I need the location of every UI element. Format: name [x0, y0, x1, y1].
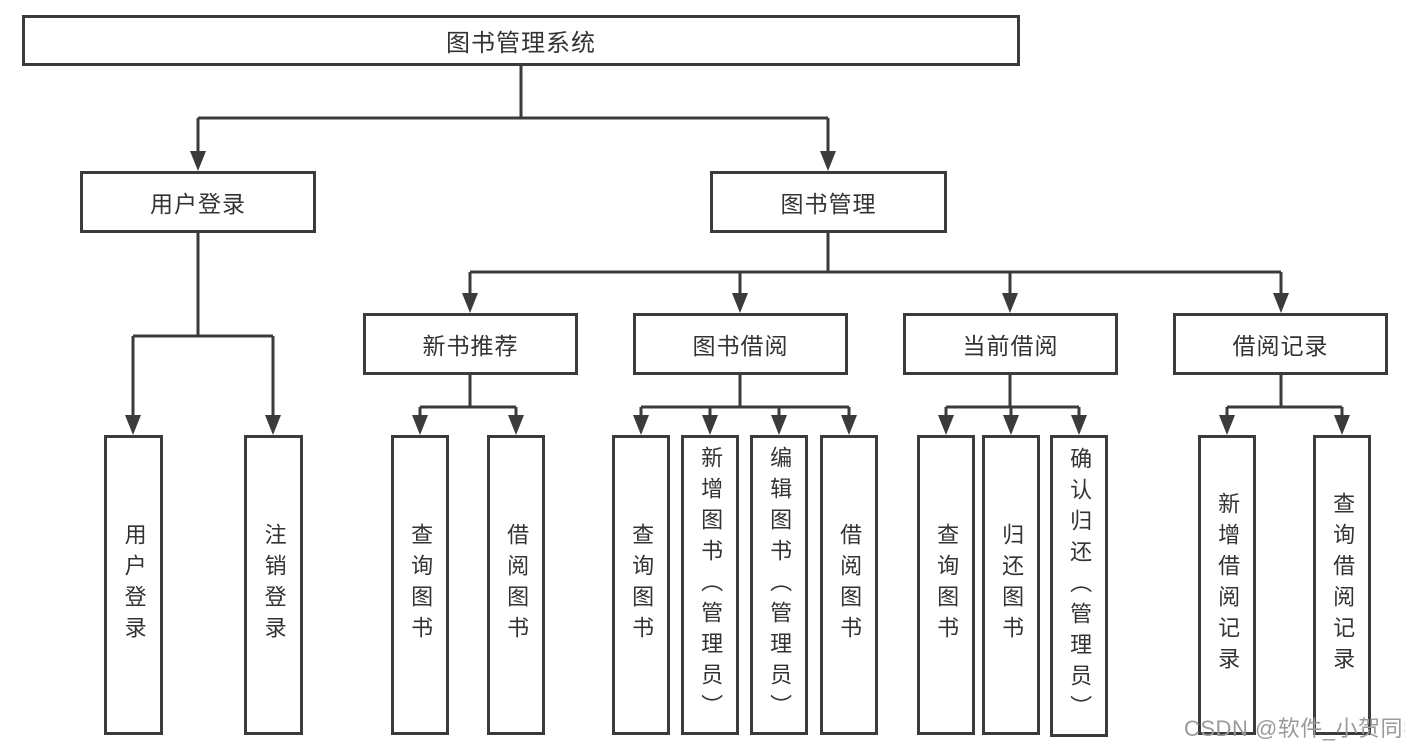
node-borrow-record: 借阅记录	[1173, 313, 1388, 375]
connector-user-login-branch	[125, 233, 281, 435]
leaf-confirm-return-admin: 确认归还（管理员）	[1050, 435, 1108, 737]
node-label: 借阅记录	[1232, 333, 1329, 359]
node-label: 用户登录	[121, 523, 147, 647]
arrowhead	[1071, 415, 1087, 435]
arrowhead	[125, 415, 141, 435]
leaf-borrow-books-1: 借阅图书	[487, 435, 545, 735]
leaf-add-borrow-record: 新增借阅记录	[1198, 435, 1256, 735]
node-label: 归还图书	[999, 523, 1025, 647]
arrowhead	[1273, 293, 1289, 313]
node-label: 新增借阅记录	[1215, 492, 1241, 678]
arrowhead	[702, 415, 718, 435]
arrowhead	[633, 415, 649, 435]
arrowhead	[841, 415, 857, 435]
arrowhead	[1219, 415, 1235, 435]
node-label: 编辑图书（管理员）	[767, 445, 793, 725]
node-root-system: 图书管理系统	[22, 15, 1020, 66]
node-user-login: 用户登录	[80, 171, 316, 233]
node-label: 确认归还（管理员）	[1067, 446, 1093, 726]
arrowhead	[265, 415, 281, 435]
node-label: 当前借阅	[962, 333, 1059, 359]
leaf-borrow-books-2: 借阅图书	[820, 435, 878, 735]
leaf-add-books-admin: 新增图书（管理员）	[681, 435, 739, 735]
node-label: 查询图书	[934, 523, 960, 647]
leaf-user-login: 用户登录	[104, 435, 163, 735]
node-label: 查询借阅记录	[1330, 492, 1356, 678]
leaf-query-books-1: 查询图书	[391, 435, 449, 735]
connector-borrow-record-branch	[1219, 375, 1350, 435]
arrowhead	[732, 293, 748, 313]
connector-new-book-branch	[412, 375, 524, 435]
connector-root-to-level2	[190, 66, 836, 171]
arrowhead	[938, 415, 954, 435]
arrowhead	[771, 415, 787, 435]
connector-book-management-to-level3	[462, 233, 1289, 313]
node-current-borrow: 当前借阅	[903, 313, 1118, 375]
node-label: 用户登录	[150, 191, 246, 217]
leaf-edit-books-admin: 编辑图书（管理员）	[750, 435, 808, 735]
leaf-query-books-3: 查询图书	[917, 435, 975, 735]
node-label: 借阅图书	[504, 523, 530, 647]
node-label: 注销登录	[261, 523, 287, 647]
arrowhead	[190, 151, 206, 171]
arrowhead	[1003, 415, 1019, 435]
node-book-borrow: 图书借阅	[633, 313, 848, 375]
node-book-management: 图书管理	[710, 171, 947, 233]
leaf-query-borrow-record: 查询借阅记录	[1313, 435, 1371, 735]
node-label: 查询图书	[408, 523, 434, 647]
arrowhead	[462, 293, 478, 313]
csdn-watermark: CSDN @软件_小贺同学	[1184, 716, 1405, 741]
node-label: 新书推荐	[422, 333, 519, 359]
arrowhead	[820, 151, 836, 171]
node-label: 图书管理	[780, 191, 877, 217]
arrowhead	[1334, 415, 1350, 435]
connector-current-borrow-branch	[938, 375, 1087, 435]
node-label: 图书借阅	[692, 333, 789, 359]
node-label: 借阅图书	[837, 523, 863, 647]
arrowhead	[1002, 293, 1018, 313]
leaf-return-books: 归还图书	[982, 435, 1040, 735]
arrowhead	[508, 415, 524, 435]
node-label: 查询图书	[629, 523, 655, 647]
node-label: 新增图书（管理员）	[698, 445, 724, 725]
connector-book-borrow-branch	[633, 375, 857, 435]
node-new-book-recommend: 新书推荐	[363, 313, 578, 375]
arrowhead	[412, 415, 428, 435]
node-label: 图书管理系统	[446, 30, 596, 57]
leaf-query-books-2: 查询图书	[612, 435, 670, 735]
leaf-logout: 注销登录	[244, 435, 303, 735]
